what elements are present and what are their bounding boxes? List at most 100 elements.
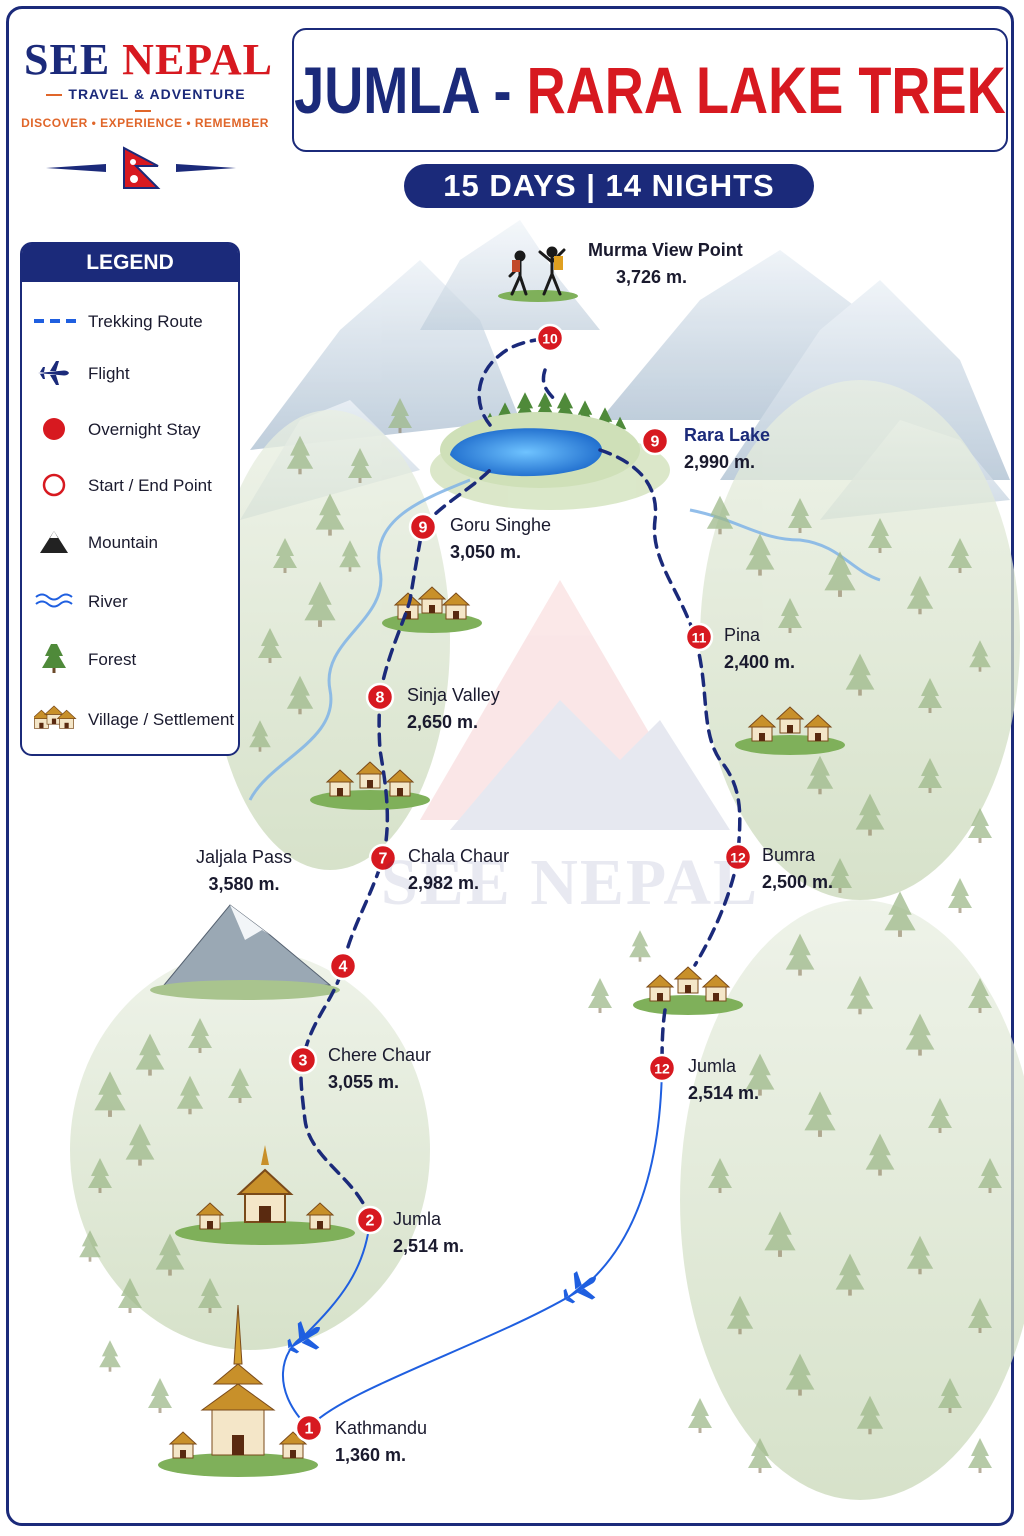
village-jumla bbox=[175, 1145, 355, 1245]
stop-marker[interactable]: 1 bbox=[294, 1413, 324, 1443]
stop-marker-number: 12 bbox=[730, 850, 746, 866]
tree-icon bbox=[588, 978, 612, 1013]
red-dot-icon bbox=[43, 418, 65, 440]
legend-label: Village / Settlement bbox=[88, 710, 235, 729]
legend-label: Trekking Route bbox=[88, 312, 203, 331]
legend-item-overnight-stay: Overnight Stay bbox=[22, 414, 238, 444]
stop-marker-number: 11 bbox=[692, 630, 707, 646]
stop-name: Pina bbox=[724, 625, 761, 645]
stop-marker[interactable]: 7 bbox=[368, 843, 398, 873]
stop-marker[interactable]: 9 bbox=[640, 426, 670, 456]
stop-marker[interactable]: 12 bbox=[647, 1053, 677, 1083]
title-box: JUMLA - RARA LAKE TREK bbox=[292, 28, 1008, 152]
village-icon bbox=[34, 705, 77, 729]
legend-item-forest: Forest bbox=[22, 644, 238, 674]
stop-marker[interactable]: 3 bbox=[288, 1045, 318, 1075]
stop-altitude: 3,726 m. bbox=[616, 267, 688, 287]
tree-icon bbox=[148, 1378, 172, 1413]
stop-altitude: 3,050 m. bbox=[450, 542, 522, 562]
village-bumra bbox=[633, 966, 743, 1015]
stop-name: Jumla bbox=[688, 1056, 737, 1076]
stop-marker-number: 7 bbox=[379, 851, 388, 868]
brand-logo[interactable]: SEE NEPAL bbox=[24, 34, 272, 85]
label-jaljala-pass: Jaljala Pass 3,580 m. bbox=[192, 847, 296, 895]
village-sinja-valley bbox=[310, 761, 430, 810]
tree-icon bbox=[688, 1398, 712, 1433]
stop-marker-number: 3 bbox=[299, 1053, 308, 1070]
tree-icon bbox=[884, 891, 916, 937]
legend-item-flight: Flight bbox=[22, 358, 238, 388]
river-icon bbox=[35, 593, 73, 608]
stop-name: Sinja Valley bbox=[407, 685, 500, 705]
stop-marker[interactable]: 8 bbox=[365, 682, 395, 712]
tree-icon bbox=[948, 878, 972, 913]
legend-item-river: River bbox=[22, 586, 238, 616]
label-bumra: Bumra 2,500 m. bbox=[762, 845, 833, 893]
stop-marker[interactable]: 12 bbox=[723, 842, 753, 872]
stop-name: Rara Lake bbox=[684, 425, 771, 445]
stop-altitude: 1,360 m. bbox=[335, 1445, 407, 1465]
stop-altitude: 3,055 m. bbox=[328, 1072, 400, 1092]
legend-label: Overnight Stay bbox=[88, 420, 201, 439]
airplane-icon bbox=[287, 1321, 321, 1354]
label-goru-singhe: Goru Singhe 3,050 m. bbox=[450, 515, 551, 563]
stop-altitude: 2,990 m. bbox=[684, 452, 756, 472]
label-murma-view-point: Murma View Point 3,726 m. bbox=[588, 240, 743, 288]
stop-marker[interactable]: 11 bbox=[684, 622, 714, 652]
legend-label: River bbox=[88, 592, 128, 611]
trekking-route bbox=[299, 336, 742, 1222]
label-sinja-valley: Sinja Valley 2,650 m. bbox=[407, 685, 500, 733]
stop-marker[interactable]: 9 bbox=[408, 512, 438, 542]
stop-altitude: 2,650 m. bbox=[407, 712, 479, 732]
legend-item-village: Village / Settlement bbox=[22, 704, 238, 734]
stop-name: Bumra bbox=[762, 845, 816, 865]
legend-label: Forest bbox=[88, 650, 137, 669]
jaljala-pass-mountain bbox=[150, 904, 340, 1000]
kathmandu-stupa bbox=[158, 1304, 318, 1477]
village-goru-singhe bbox=[382, 586, 482, 633]
stop-name: Jumla bbox=[393, 1209, 442, 1229]
airplane-icon bbox=[563, 1271, 597, 1304]
page-frame bbox=[6, 6, 1014, 1526]
stop-name: Chala Chaur bbox=[408, 846, 510, 866]
brand-tagline: TRAVEL & ADVENTURE bbox=[28, 86, 258, 118]
airplane-icon bbox=[38, 361, 69, 385]
stop-altitude: 2,982 m. bbox=[408, 873, 480, 893]
label-chere-chaur: Chere Chaur 3,055 m. bbox=[328, 1045, 431, 1093]
stop-name: Kathmandu bbox=[335, 1418, 428, 1438]
stop-marker-number: 1 bbox=[305, 1421, 314, 1438]
duration-badge: 15 DAYS | 14 NIGHTS bbox=[404, 164, 814, 208]
legend-label: Mountain bbox=[88, 533, 158, 552]
tree-icon bbox=[99, 1340, 121, 1372]
mountain-icon bbox=[40, 531, 68, 553]
legend-item-mountain: Mountain bbox=[22, 527, 238, 557]
stop-name: Jaljala Pass bbox=[195, 847, 293, 867]
legend-title: LEGEND bbox=[22, 244, 238, 282]
stop-marker-number: 9 bbox=[651, 434, 660, 451]
stop-marker[interactable]: 10 bbox=[535, 323, 565, 353]
stop-marker-number: 4 bbox=[339, 959, 348, 976]
legend-item-start-end: Start / End Point bbox=[22, 470, 238, 500]
legend-item-trekking-route: Trekking Route bbox=[22, 306, 238, 336]
nepal-flag-icon bbox=[46, 146, 236, 189]
title-part2: RARA LAKE TREK bbox=[526, 53, 1006, 127]
stop-marker[interactable]: 4 bbox=[328, 951, 358, 981]
stop-altitude: 2,400 m. bbox=[724, 652, 796, 672]
label-chala-chaur: Chala Chaur 2,982 m. bbox=[408, 846, 509, 894]
label-rara-lake: Rara Lake 2,990 m. bbox=[684, 425, 770, 473]
label-jumla-end: Jumla 2,514 m. bbox=[688, 1056, 759, 1104]
hikers-icon bbox=[498, 246, 578, 302]
stop-marker[interactable]: 2 bbox=[355, 1205, 385, 1235]
tree-icon bbox=[42, 644, 66, 673]
legend-label: Flight bbox=[88, 364, 130, 383]
brand-motto: DISCOVER • EXPERIENCE • REMEMBER bbox=[21, 116, 269, 130]
label-kathmandu: Kathmandu 1,360 m. bbox=[335, 1418, 427, 1466]
stop-marker-number: 12 bbox=[654, 1061, 670, 1077]
title-part1: JUMLA - bbox=[294, 53, 512, 127]
stop-altitude: 2,514 m. bbox=[393, 1236, 465, 1256]
brand-name-part1: SEE bbox=[24, 35, 111, 84]
red-ring-icon bbox=[42, 473, 66, 497]
terrain-wash bbox=[70, 380, 1024, 1500]
